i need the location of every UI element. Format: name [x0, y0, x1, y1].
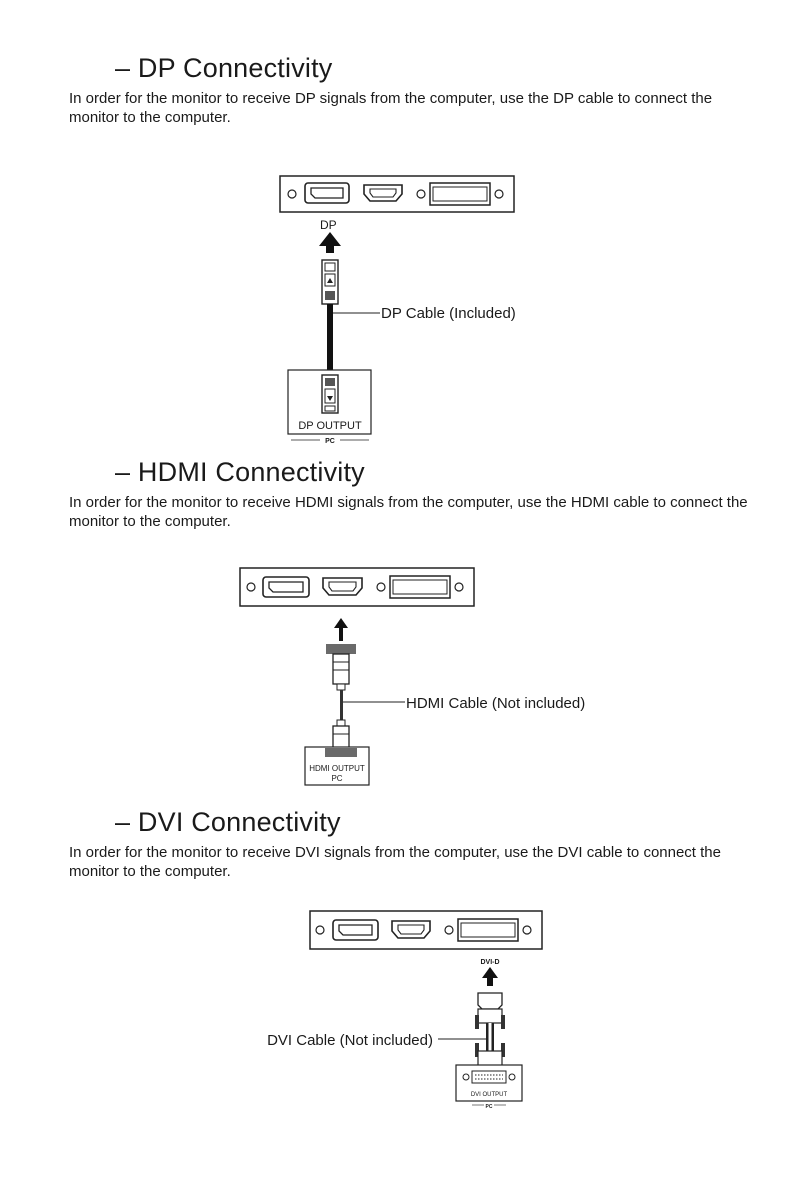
monitor-port-panel — [309, 910, 543, 950]
hdmi-connector-top-icon — [326, 644, 356, 691]
screw-icon — [315, 925, 325, 935]
dp-heading: – DP Connectivity — [115, 53, 333, 83]
pc-box: DVI OUTPUT — [455, 1064, 523, 1102]
dp-pc-label: PC — [325, 438, 335, 445]
dvi-port-icon — [376, 575, 464, 599]
hdmi-description: In order for the monitor to receive HDMI… — [69, 494, 748, 530]
dp-cable-line — [327, 304, 333, 375]
dvi-output-label: DVI OUTPUT — [471, 1092, 508, 1098]
hdmi-port-icon — [322, 577, 363, 596]
dp-connector-top-icon — [321, 259, 339, 305]
monitor-port-panel — [239, 567, 475, 607]
hdmi-output-label: HDMI OUTPUT — [309, 764, 365, 773]
arrow-up-icon — [334, 618, 348, 641]
hdmi-cable-label: HDMI Cable (Not included) — [406, 695, 585, 712]
dp-port-icon — [262, 576, 310, 598]
dp-cable-label: DP Cable (Included) — [381, 305, 516, 322]
dvi-heading: – DVI Connectivity — [115, 807, 341, 837]
dp-port-icon — [332, 919, 379, 941]
dvi-pc-label: PC — [486, 1104, 493, 1110]
hdmi-heading: – HDMI Connectivity — [115, 457, 365, 487]
hdmi-pc-label: PC — [331, 774, 342, 783]
dp-port-icon — [304, 182, 350, 204]
dvi-port-icon — [416, 182, 504, 206]
screw-icon — [287, 189, 297, 199]
hdmi-port-icon — [391, 920, 431, 939]
pc-box: DP OUTPUT — [287, 369, 372, 435]
hdmi-output-port-icon — [325, 748, 357, 757]
hdmi-connection-diagram: HDMI Cable (Not included) HDMI OUTPUT PC — [239, 567, 585, 786]
dp-port-label: DP — [320, 218, 337, 232]
arrow-up-icon — [319, 232, 341, 253]
dvi-connector-top-icon — [475, 992, 505, 1029]
hdmi-port-icon — [363, 184, 403, 202]
dvi-cable-label: DVI Cable (Not included) — [267, 1032, 433, 1049]
dvi-port-icon — [444, 918, 532, 942]
hdmi-connector-bottom-icon — [332, 719, 350, 749]
pc-box: HDMI OUTPUT PC — [304, 746, 370, 786]
dvi-port-label: DVI-D — [480, 959, 499, 966]
dp-description: In order for the monitor to receive DP s… — [69, 90, 713, 126]
screw-icon — [246, 582, 256, 592]
monitor-port-panel — [279, 175, 515, 213]
hdmi-cable-line — [340, 690, 343, 720]
dp-connection-diagram: DP DP Cable (Included) DP OUTPUT PC — [279, 175, 516, 445]
arrow-up-icon — [482, 967, 498, 986]
dvi-cable-line — [486, 1023, 494, 1051]
dvi-output-port-icon — [462, 1070, 516, 1084]
dp-connector-bottom-icon — [321, 374, 339, 414]
dvi-connection-diagram: DVI-D DVI Cable (Not included) DVI OUTPU… — [267, 910, 543, 1110]
dp-output-label: DP OUTPUT — [298, 420, 362, 432]
dvi-description: In order for the monitor to receive DVI … — [69, 844, 721, 880]
